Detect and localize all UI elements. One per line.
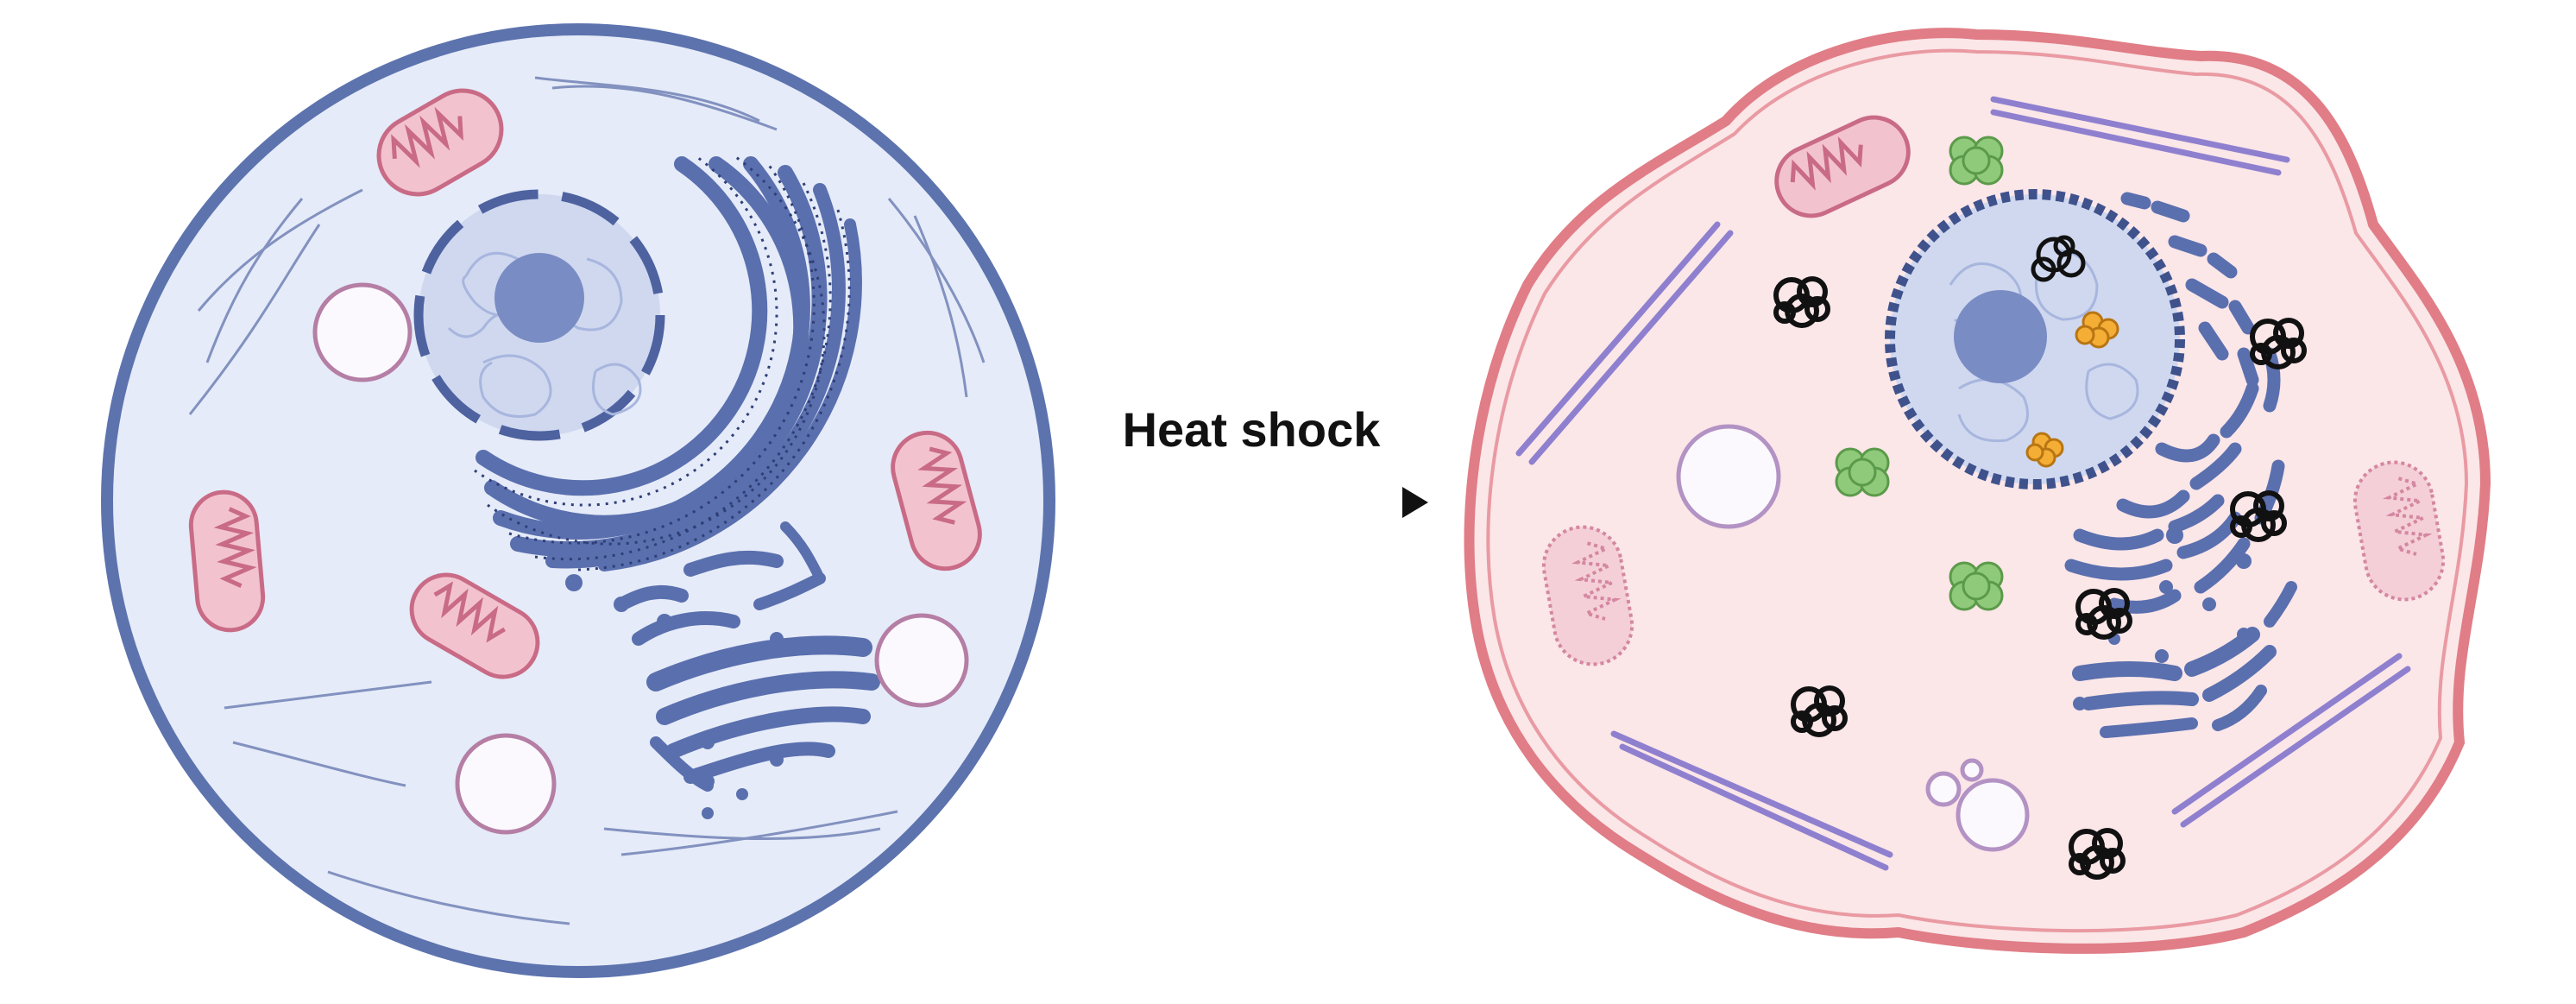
stressed-cytoskeleton (1515, 96, 2411, 871)
healthy-golgi (614, 521, 880, 792)
protein-aggregates (1773, 276, 2307, 880)
stressed-nucleus (1885, 189, 2185, 489)
heat-shock-arrow-icon (1079, 487, 1428, 518)
nuclear-bodies (2025, 311, 2119, 468)
healthy-nucleus (413, 189, 665, 441)
healthy-golgi-vesicles (565, 574, 784, 819)
heat-shock-label: Heat shock (1122, 402, 1381, 457)
healthy-mitochondria (188, 88, 982, 679)
stressed-nucleolus (1954, 290, 2047, 383)
healthy-rough-er (476, 156, 862, 571)
healthy-er-ribosomes (474, 154, 851, 571)
healthy-cytoskeleton (188, 76, 986, 925)
healthy-nucleolus (494, 253, 584, 343)
stressed-fragmented-golgi (2072, 581, 2297, 738)
stressed-cell-icon (1464, 28, 2491, 954)
healthy-vesicles (312, 282, 969, 835)
healthy-cell-icon (101, 23, 1055, 978)
stressed-mitochondrion (1774, 115, 1911, 218)
stressed-golgi-vesicles (2073, 527, 2252, 710)
stress-granules (1835, 136, 2004, 611)
damaged-mitochondria (1541, 460, 2446, 666)
stressed-vesicles (1676, 424, 2030, 852)
nuclear-aggregate (2031, 235, 2086, 282)
